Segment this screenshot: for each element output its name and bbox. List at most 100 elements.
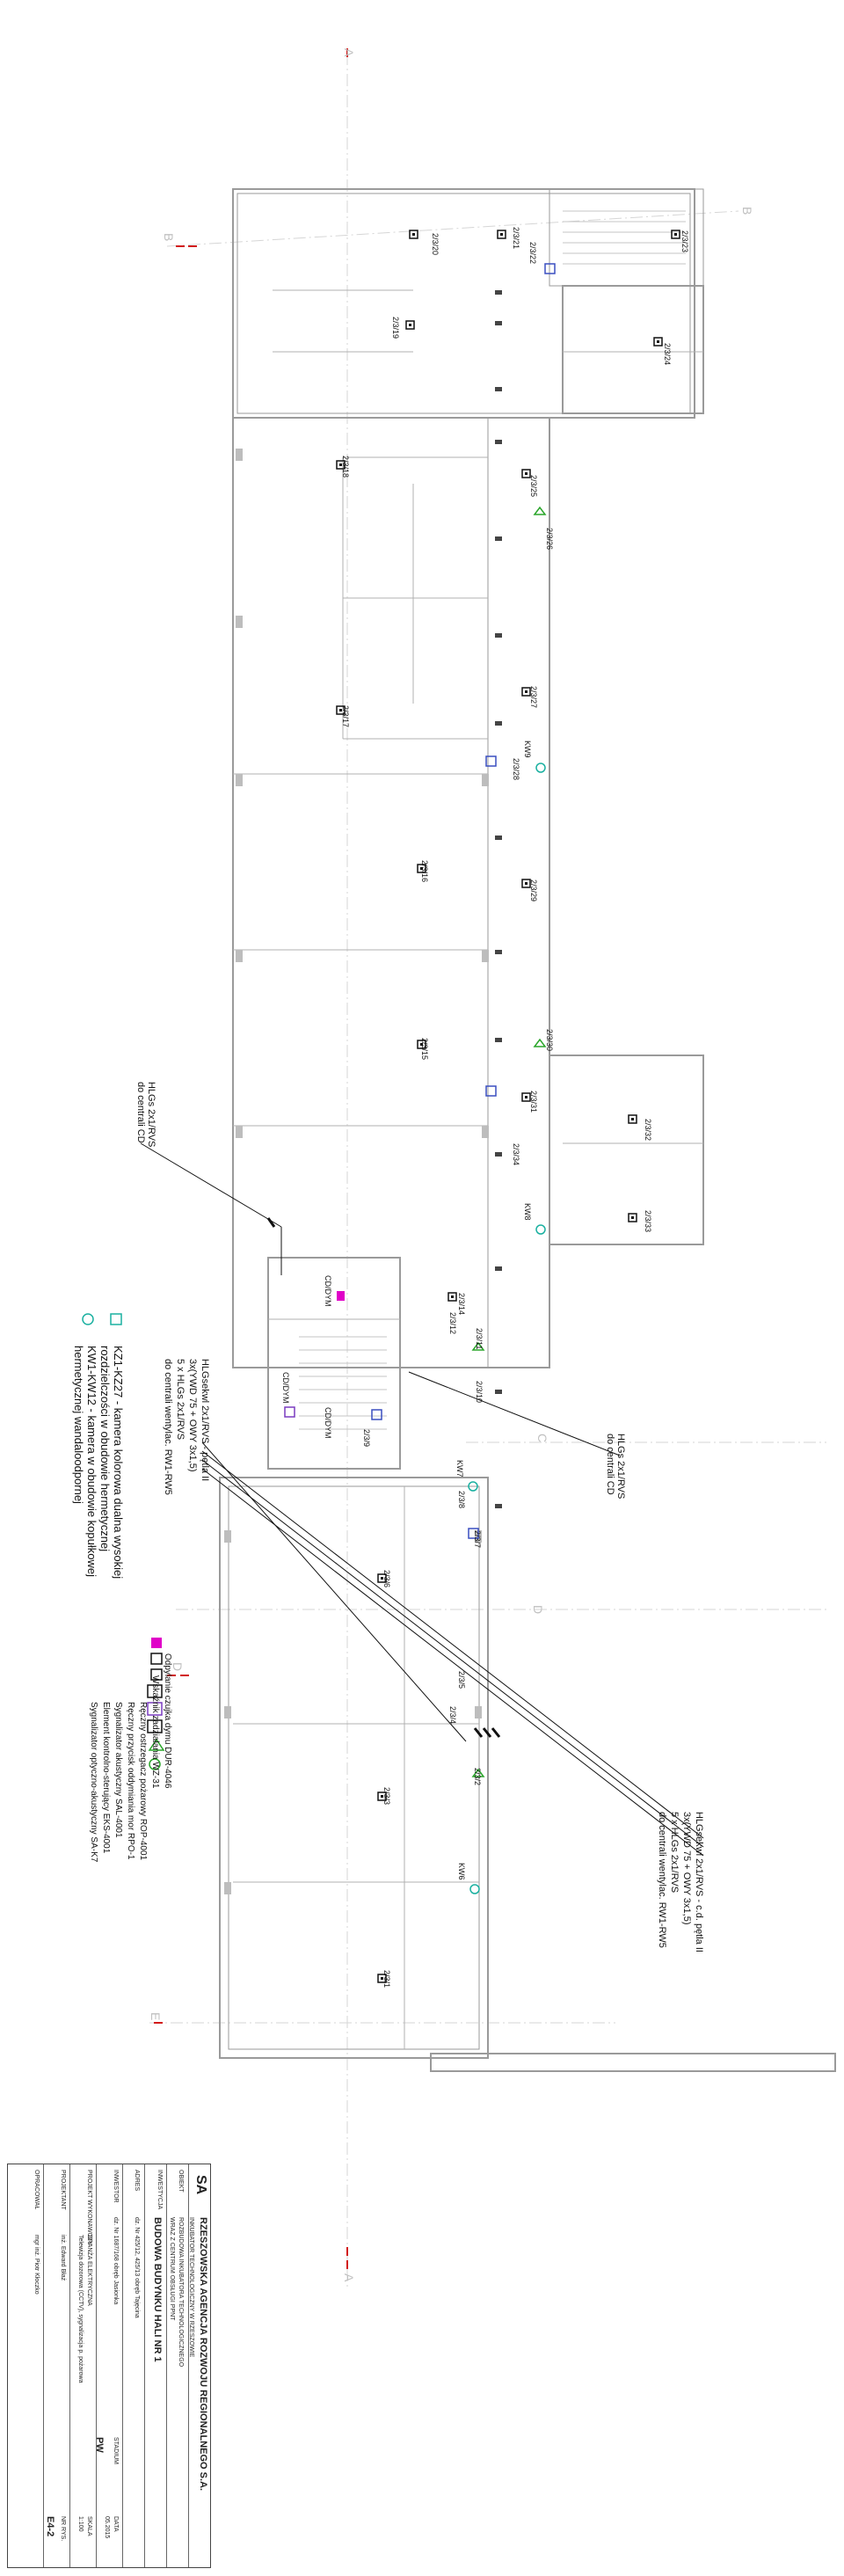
room-label: 2/3/17 <box>341 705 350 728</box>
axis-label-b: B <box>740 207 754 215</box>
room-label: 2/3/28 <box>512 758 520 781</box>
cable-note-loop-right: HLGsekwl 2x1/RVS - c.d. pętla II 3x(YWD … <box>657 1812 704 1952</box>
axis-lines <box>149 53 826 2287</box>
axis-markers <box>154 48 348 2269</box>
room-label: 2/3/7 <box>473 1530 482 1549</box>
corridor-devices <box>495 290 502 1508</box>
legend-fill-symbols <box>151 1638 162 1648</box>
logo-mark: SA <box>193 2175 208 2195</box>
room-label: 2/3/26 <box>545 528 554 551</box>
room-label: 2/3/27 <box>529 686 538 709</box>
smoke-buttons <box>284 1406 295 1418</box>
legend-kz-2: rozdzielczości w obudowie hermetycznej <box>98 1346 112 1552</box>
cable-note-cd: HLGs 2x1/RVS do centrali CD <box>135 1082 156 1148</box>
phase: PW <box>94 2437 105 2453</box>
checker: inż. Edward Błaż <box>60 2235 66 2281</box>
legend-fire-item: Sygnalizator optyczno-akustyczny SA-K7 <box>89 1702 98 1863</box>
room-label: 2/3/3 <box>382 1787 391 1806</box>
room-label: 2/3/29 <box>529 879 538 902</box>
room-label: 2/3/5 <box>457 1671 466 1689</box>
manual-call-points <box>371 263 556 1539</box>
legend-symbols <box>82 1313 165 1770</box>
room-label: 2/3/32 <box>644 1119 652 1142</box>
drawing-title: Telewizja dozorowa (CCTV), sygnalizacja … <box>77 2235 84 2383</box>
label-data: DATA <box>113 2516 119 2532</box>
room-label: 2/3/24 <box>663 343 672 366</box>
room-label: 2/3/31 <box>529 1091 538 1113</box>
cable-routes <box>140 1142 704 1857</box>
room-label: 2/3/22 <box>528 242 537 265</box>
room-label: 2/3/8 <box>457 1491 466 1509</box>
legend-fire-item: Ręczny ostrzegacz pożarowy ROP-4001 <box>138 1702 148 1861</box>
label-stadium: STADIUM <box>113 2437 119 2464</box>
room-label: 2/3/14 <box>457 1293 466 1316</box>
branch: BRANŻA ELEKTRYCZNA <box>86 2235 92 2306</box>
project-name-2: WRAZ Z CENTRUM OBSŁUGI PPNT <box>169 2217 175 2321</box>
title-block: SA RZESZOWSKA AGENCJA ROZWOJU REGIONALNE… <box>7 2164 211 2568</box>
building-walls <box>219 188 836 2072</box>
address: dz. Nr 425/12, 425/13 obręb Tajęcina <box>134 2217 140 2318</box>
room-label: 2/3/25 <box>529 475 538 498</box>
camera-tag: KW7 <box>455 1460 464 1478</box>
label-inwestor: INWESTOR <box>113 2170 119 2203</box>
axis-label-d: D <box>531 1605 545 1615</box>
legend-fire-item: Sygnalizator akustyczny SAL-4001 <box>113 1702 123 1838</box>
room-label: 2/3/6 <box>382 1570 391 1588</box>
label-skala: SKALA <box>86 2516 92 2536</box>
legend-kw-2: hermetycznej wandaloodpornej <box>72 1346 85 1504</box>
legend-kw: KW1-KW12 - kamera w obudowie kopułkowej <box>85 1346 98 1577</box>
label-inwestycja: INWESTYCJA <box>156 2170 163 2210</box>
room-label: 2/3/34 <box>512 1143 520 1166</box>
investor: dz. Nr 1687/168 obręb Jasionka <box>113 2217 119 2305</box>
cable-note-loop: HLGsekwl 2x1/RVS - pętla II 3x(YWD 75 + … <box>163 1359 210 1495</box>
axis-label-a: A <box>342 48 356 57</box>
room-label: 2/3/11 <box>475 1328 484 1350</box>
legend-fire-item: Odpylanie czujka dymu DUR-4046 <box>163 1653 172 1789</box>
room-label: 2/3/1 <box>382 1970 391 1989</box>
columns <box>224 449 489 1894</box>
room-label: 2/3/30 <box>545 1029 554 1052</box>
label-projektant: PROJEKTANT <box>60 2170 66 2210</box>
company-name-2: INKUBATOR TECHNOLOGICZNY W RZESZOWIE <box>188 2217 194 2358</box>
stair-hatch <box>299 210 686 1430</box>
label-nr-rys: NR RYS. <box>60 2516 66 2542</box>
legend-fire-item: Element kontrolno-sterujący EKS-4001 <box>101 1702 111 1854</box>
label-adres: ADRES <box>134 2170 140 2192</box>
smoke-detectors <box>336 230 680 1983</box>
device-tag: CD/DYM <box>324 1407 332 1439</box>
cable-ticks <box>266 1217 501 1738</box>
axis-label-a-bottom: A <box>342 2273 356 2282</box>
device-tag: CD/DYM <box>324 1275 332 1307</box>
room-label: 2/3/2 <box>473 1768 482 1786</box>
designer: mgr inż. Piotr Kłoczko <box>33 2235 40 2295</box>
cameras <box>468 763 546 1894</box>
axis-label-c: C <box>535 1434 549 1443</box>
stage: PROJEKT WYKONAWCZY <box>86 2170 92 2245</box>
magenta-devices <box>337 1291 345 1301</box>
cable-note-cd-lower: HLGs 2x1/RVS do centrali CD <box>605 1434 626 1500</box>
room-label: 2/3/15 <box>420 1038 429 1061</box>
sirens <box>471 506 547 1777</box>
camera-tag: KW9 <box>523 741 532 758</box>
detector-dots <box>339 233 677 1980</box>
axis-label-d-left: D <box>171 1662 185 1672</box>
legend-fire-item: Ręczny przycisk oddymiania mor RPO-1 <box>126 1702 135 1860</box>
camera-tag: KW8 <box>523 1203 532 1221</box>
room-label: 2/3/18 <box>341 456 350 478</box>
legend-kz: KZ1-KZ27 - kamera kolorowa dualna wysoki… <box>112 1346 125 1580</box>
room-label: 2/3/10 <box>475 1381 484 1404</box>
room-label: 2/3/4 <box>448 1706 457 1725</box>
room-label: 2/3/19 <box>391 317 400 339</box>
axis-label-b-left: B <box>162 233 176 242</box>
room-label: 2/3/16 <box>420 860 429 883</box>
label-opracowal: OPRACOWAŁ <box>33 2170 40 2210</box>
room-label: 2/3/12 <box>448 1312 457 1335</box>
label-obiekt: OBIEKT <box>178 2170 184 2193</box>
date: 05.2015 <box>104 2516 110 2539</box>
sheet-number: E4-2 <box>45 2516 55 2537</box>
room-label: 2/3/20 <box>431 233 440 256</box>
room-label: 2/3/9 <box>362 1429 371 1448</box>
scale: 1:100 <box>77 2516 84 2532</box>
building-name: BUDOWA BUDYNKU HALI NR 1 <box>152 2217 163 2362</box>
